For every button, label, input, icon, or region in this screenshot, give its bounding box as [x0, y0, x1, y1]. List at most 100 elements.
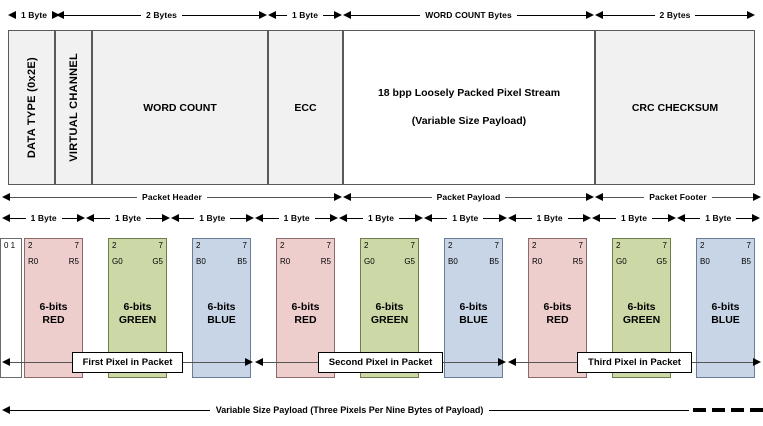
pixel-span-first: First Pixel in Packet [2, 351, 254, 373]
arrow-right-icon [586, 193, 594, 201]
bit-start-label: 2 [28, 241, 33, 250]
signal-end-label: G5 [152, 257, 163, 266]
top-measure-2-bytes: 2 Bytes [56, 8, 268, 22]
packet-field-word-count: WORD COUNT [92, 30, 268, 185]
byte-measure-4: 1 Byte [255, 211, 339, 225]
pixel-span-label: Second Pixel in Packet [317, 351, 444, 373]
bit-end-label: 7 [746, 241, 751, 250]
signal-end-label: G5 [404, 257, 415, 266]
signal-start-label: B0 [448, 257, 458, 266]
arrow-right-icon [259, 11, 268, 19]
measure-label: 1 Byte [21, 9, 48, 20]
bit-start-label: 2 [280, 241, 285, 250]
bit-start-label: 2 [616, 241, 621, 250]
byte-cell-label-line1: 6-bits [459, 301, 488, 313]
pixel-span-second: Second Pixel in Packet [255, 351, 506, 373]
byte-measure-5: 1 Byte [339, 211, 423, 225]
bit-start-label: 2 [532, 241, 537, 250]
bit-end-label: 7 [74, 241, 79, 250]
arrow-left-icon [2, 214, 10, 222]
signal-end-label: R5 [68, 257, 79, 266]
measure-label: 1 Byte [620, 212, 648, 223]
signal-end-label: R5 [320, 257, 331, 266]
byte-cell-label-line1: 6-bits [375, 301, 404, 313]
signal-start-label: R0 [28, 257, 39, 266]
arrow-left-icon [268, 11, 276, 19]
arrow-left-icon [2, 406, 10, 414]
packet-field-crc-checksum: CRC CHECKSUM [595, 30, 755, 185]
packet-structure-row: DATA TYPE (0x2E) VIRTUAL CHANNEL WORD CO… [8, 30, 755, 185]
packet-field-label: ECC [294, 101, 317, 114]
byte-cell-label-line2: RED [42, 314, 65, 327]
packet-field-label: VIRTUAL CHANNEL [67, 53, 80, 162]
section-label: Packet Footer [649, 191, 707, 202]
arrow-right-icon [752, 214, 760, 222]
arrow-left-icon [86, 214, 95, 222]
top-measure-2-bytes-crc: 2 Bytes [595, 8, 756, 22]
arrow-right-icon [667, 214, 676, 222]
arrow-left-icon [595, 193, 603, 201]
signal-start-label: B0 [700, 257, 710, 266]
arrow-left-icon [255, 358, 263, 366]
byte-cell-label-line1: 6-bits [291, 301, 320, 313]
byte-cell-label-line2: GREEN [622, 314, 661, 327]
byte-cell-label-line2: GREEN [370, 314, 409, 327]
top-measure-word-count-bytes: WORD COUNT Bytes [343, 8, 595, 22]
signal-end-label: B5 [489, 257, 499, 266]
packet-field-label-line2: (Variable Size Payload) [411, 114, 527, 127]
byte-cell-label-line2: BLUE [711, 314, 740, 327]
bit-start-label: 2 [448, 241, 453, 250]
top-measure-1-byte-ecc: 1 Byte [268, 8, 342, 22]
arrow-right-icon [245, 358, 254, 366]
measure-label: 2 Bytes [146, 9, 177, 20]
continuation-dashes-icon [693, 408, 763, 412]
signal-start-label: R0 [532, 257, 543, 266]
signal-end-label: R5 [572, 257, 583, 266]
byte-cell-label-line2: GREEN [118, 314, 157, 327]
arrow-right-icon [499, 214, 507, 222]
measure-label: 1 Byte [536, 212, 563, 223]
measure-label: 2 Bytes [659, 9, 691, 20]
packet-field-label: DATA TYPE (0x2E) [25, 56, 38, 159]
arrow-left-icon [8, 11, 16, 19]
measure-label: WORD COUNT Bytes [425, 9, 512, 20]
bottom-caption-row: Variable Size Payload (Three Pixels Per … [0, 402, 763, 418]
pixel-span-third: Third Pixel in Packet [508, 351, 762, 373]
bit-start-label: 2 [364, 241, 369, 250]
byte-cell-lsb-padding: 0 1 [0, 238, 22, 378]
byte-measure-7: 1 Byte [508, 211, 592, 225]
bit-end-label: 7 [326, 241, 331, 250]
byte-measure-6: 1 Byte [423, 211, 507, 225]
packet-field-label-line1: 18 bpp Loosely Packed Pixel Stream [377, 87, 561, 100]
byte-cell-label-line2: BLUE [459, 314, 488, 327]
arrow-right-icon [747, 11, 756, 19]
arrow-right-icon [753, 358, 762, 366]
arrow-left-icon [676, 214, 685, 222]
packet-field-virtual-channel: VIRTUAL CHANNEL [55, 30, 92, 185]
signal-end-label: G5 [656, 257, 667, 266]
arrow-right-icon [77, 214, 86, 222]
bit-index-label: 0 1 [4, 241, 16, 250]
section-measure-packet-footer: Packet Footer [595, 190, 762, 204]
packet-field-ecc: ECC [268, 30, 343, 185]
measure-label: 1 Byte [452, 212, 479, 223]
arrow-left-icon [592, 214, 601, 222]
arrow-left-icon [508, 214, 516, 222]
arrow-left-icon [255, 214, 263, 222]
arrow-left-icon [595, 11, 603, 19]
measure-label: 1 Byte [291, 9, 319, 20]
signal-start-label: G0 [112, 257, 123, 266]
arrow-right-icon [586, 11, 595, 19]
arrow-left-icon [423, 214, 432, 222]
bit-end-label: 7 [578, 241, 583, 250]
